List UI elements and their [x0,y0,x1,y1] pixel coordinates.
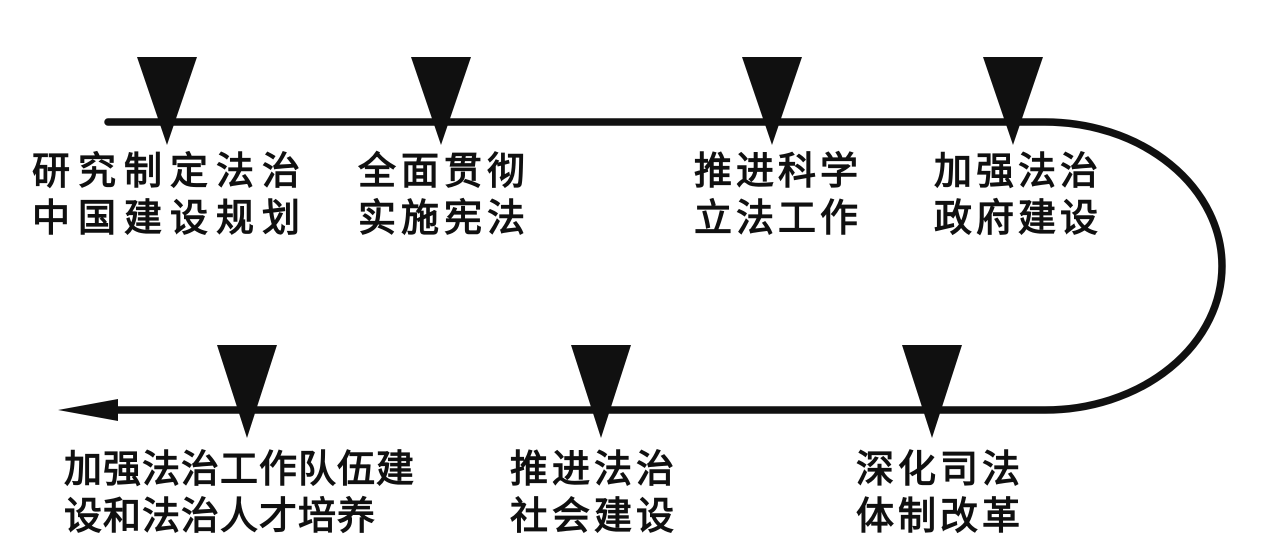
step-1-label: 研究制定法治 中国建设规划 [32,148,308,242]
step-1-marker-icon [137,57,197,145]
step-5-label-line2: 体制改革 [856,494,1025,538]
step-5-label: 深化司法 体制改革 [856,446,1024,540]
step-7-marker-icon [217,345,277,438]
step-5-marker-icon [902,345,962,438]
step-4-label-line2: 政府建设 [934,196,1103,240]
flow-line [104,118,1226,414]
step-6-marker-icon [571,345,631,438]
step-6-label-line2: 社会建设 [510,494,679,538]
step-4-marker-icon [983,57,1043,145]
step-7-label: 加强法治工作队伍建 设和法治人才培养 [64,446,415,540]
step-3-label-line1: 推进科学 [694,149,863,193]
step-4-label: 加强法治 政府建设 [934,148,1102,242]
step-4-label-line1: 加强法治 [934,149,1103,193]
step-1-label-line2: 中国建设规划 [32,196,309,240]
step-2-label: 全面贯彻 实施宪法 [358,148,530,242]
step-6-label: 推进法治 社会建设 [510,446,678,540]
step-7-label-line1: 加强法治工作队伍建 [64,447,416,491]
step-3-label-line2: 立法工作 [694,196,863,240]
step-2-label-line1: 全面贯彻 [358,149,531,193]
arrowhead-icon [58,399,118,421]
step-2-marker-icon [411,57,471,145]
step-3-label: 推进科学 立法工作 [694,148,862,242]
step-2-label-line2: 实施宪法 [358,196,531,240]
step-3-marker-icon [742,57,802,145]
step-1-label-line1: 研究制定法治 [32,149,309,193]
step-5-label-line1: 深化司法 [856,447,1025,491]
step-6-label-line1: 推进法治 [510,447,679,491]
step-7-label-line2: 设和法治人才培养 [64,494,377,538]
